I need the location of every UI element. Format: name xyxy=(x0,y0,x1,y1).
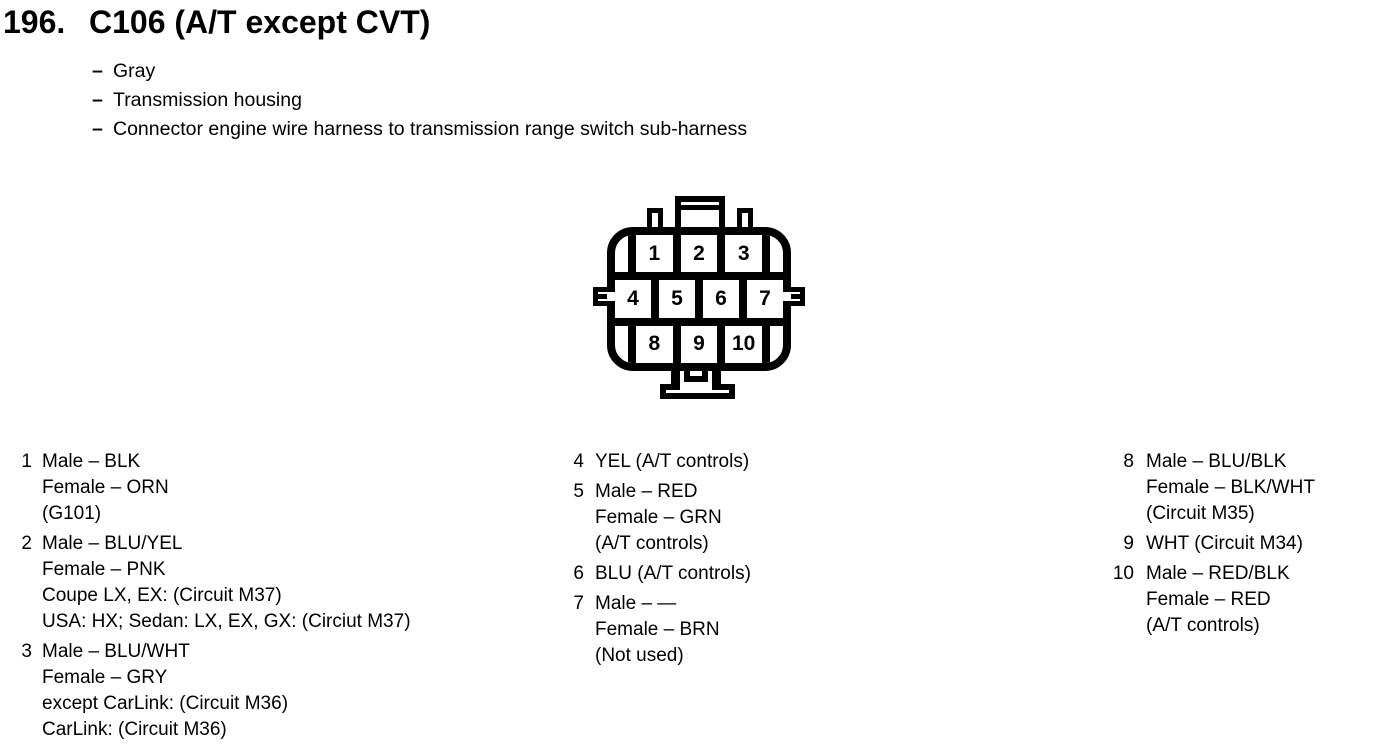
pin-item-10: 10 Male – RED/BLK Female – RED (A/T control… xyxy=(1100,561,1315,639)
bullet-dash: – xyxy=(92,60,103,82)
pin-line: Male – BLU/WHT xyxy=(42,641,190,662)
pin-number: 5 xyxy=(573,481,584,502)
connector-cavity-8: 8 xyxy=(636,325,673,363)
pin-description: Male – RED Female – GRN (A/T controls) xyxy=(595,479,722,557)
pin-description: Male – BLU/BLK Female – BLK/WHT (Circuit M… xyxy=(1146,449,1315,527)
pin-description: WHT (Circuit M34) xyxy=(1146,531,1303,557)
pin-line: Male – BLK xyxy=(42,451,141,472)
pin-number: 2 xyxy=(21,533,32,554)
top-rib-left-icon xyxy=(647,208,663,228)
connector-cavity-10: 10 xyxy=(725,325,763,363)
pin-line: Female – PNK xyxy=(42,559,166,580)
top-rib-right-icon xyxy=(737,208,753,228)
pin-description: Male – — Female – BRN (Not used) xyxy=(595,591,720,669)
row-divider xyxy=(615,272,783,281)
pin-line: (Not used) xyxy=(595,645,684,666)
pin-line: USA: HX; Sedan: LX, EX, GX: (Circiut M37… xyxy=(42,611,411,632)
row-divider xyxy=(615,317,783,326)
pin-column-2: 4 YEL (A/T controls) 5 Male – RED Female – G… xyxy=(562,449,751,673)
bullet-item: –Transmission housing xyxy=(92,86,747,115)
title-text: C106 (A/T except CVT) xyxy=(89,4,431,40)
pin-item-9: 9 WHT (Circuit M34) xyxy=(1100,531,1315,557)
pin-item-2: 2 Male – BLU/YEL Female – PNK Coupe LX, EX:… xyxy=(10,531,411,635)
bullet-dash: – xyxy=(92,89,103,111)
pin-item-8: 8 Male – BLU/BLK Female – BLK/WHT (Circuit … xyxy=(1100,449,1315,527)
latch-slot-icon xyxy=(681,205,719,210)
pin-line: (A/T controls) xyxy=(1146,615,1260,636)
pin-number: 3 xyxy=(21,641,32,662)
pin-description: Male – BLU/WHT Female – GRY except CarLink… xyxy=(42,639,288,743)
pin-item-7: 7 Male – — Female – BRN (Not used) xyxy=(562,591,751,669)
pin-line: Male – RED xyxy=(595,481,698,502)
connector-cavity-9: 9 xyxy=(680,325,718,363)
pin-line: (Circuit M35) xyxy=(1146,503,1255,524)
pin-line: WHT (Circuit M34) xyxy=(1146,533,1303,554)
pin-number: 4 xyxy=(573,451,584,472)
pin-line: Female – BLK/WHT xyxy=(1146,477,1315,498)
pin-line: (A/T controls) xyxy=(595,533,709,554)
pin-line: Male – — xyxy=(595,593,677,614)
pin-number: 6 xyxy=(573,563,584,584)
bullet-text: Transmission housing xyxy=(113,89,302,111)
pin-line: CarLink: (Circuit M36) xyxy=(42,719,227,740)
pin-line: Female – BRN xyxy=(595,619,720,640)
side-clip-left-icon xyxy=(593,287,615,306)
bullet-item: –Connector engine wire harness to transm… xyxy=(92,115,747,144)
pin-description: BLU (A/T controls) xyxy=(595,561,751,587)
pin-line: except CarLink: (Circuit M36) xyxy=(42,693,289,714)
connector-cavity-5: 5 xyxy=(659,280,695,318)
pin-item-5: 5 Male – RED Female – GRN (A/T controls) xyxy=(562,479,751,557)
bullet-list: –Gray–Transmission housing–Connector eng… xyxy=(92,57,747,144)
pin-line: Female – RED xyxy=(1146,589,1271,610)
pin-line: Coupe LX, EX: (Circuit M37) xyxy=(42,585,282,606)
pin-item-4: 4 YEL (A/T controls) xyxy=(562,449,751,475)
connector-cavity-2: 2 xyxy=(680,235,718,273)
pin-line: Male – BLU/BLK xyxy=(1146,451,1287,472)
pin-line: YEL (A/T controls) xyxy=(595,451,750,472)
section-number: 196. xyxy=(3,4,66,40)
pin-column-3: 8 Male – BLU/BLK Female – BLK/WHT (Circuit … xyxy=(1100,449,1315,643)
pin-number: 10 xyxy=(1112,563,1134,584)
pin-description: YEL (A/T controls) xyxy=(595,449,749,475)
connector-cavity-6: 6 xyxy=(703,280,739,318)
connector-cavity-3: 3 xyxy=(725,235,763,273)
pin-line: Male – BLU/YEL xyxy=(42,533,183,554)
bullet-text: Connector engine wire harness to transmi… xyxy=(113,118,748,140)
connector-cavity-4: 4 xyxy=(615,280,651,318)
pin-description: Male – BLK Female – ORN (G101) xyxy=(42,449,169,527)
pin-item-6: 6 BLU (A/T controls) xyxy=(562,561,751,587)
pin-description: Male – BLU/YEL Female – PNK Coupe LX, EX: … xyxy=(42,531,411,635)
pin-item-3: 3 Male – BLU/WHT Female – GRY except CarLin… xyxy=(10,639,411,743)
bullet-dash: – xyxy=(92,118,103,140)
pin-item-1: 1 Male – BLK Female – ORN (G101) xyxy=(10,449,411,527)
pin-line: Female – ORN xyxy=(42,477,169,498)
page-title: 196. C106 (A/T except CVT) xyxy=(3,4,430,41)
top-latch-icon xyxy=(675,196,725,227)
stem-notch-icon xyxy=(684,371,708,382)
pin-number: 1 xyxy=(21,451,32,472)
pin-number: 8 xyxy=(1123,451,1134,472)
bottom-stem-icon xyxy=(671,371,721,390)
pin-line: Male – RED/BLK xyxy=(1146,563,1290,584)
bullet-item: –Gray xyxy=(92,57,747,86)
pin-number: 9 xyxy=(1123,533,1134,554)
clip-prong-icon xyxy=(791,294,800,299)
pin-description: Male – RED/BLK Female – RED (A/T controls) xyxy=(1146,561,1290,639)
pin-line: Female – GRY xyxy=(42,667,168,688)
bullet-text: Gray xyxy=(113,60,156,82)
pin-line: (G101) xyxy=(42,503,102,524)
connector-cavity-7: 7 xyxy=(747,280,783,318)
clip-prong-icon xyxy=(598,294,607,299)
pin-number: 7 xyxy=(573,593,584,614)
pin-line: BLU (A/T controls) xyxy=(595,563,751,584)
side-clip-right-icon xyxy=(783,287,805,306)
pin-line: Female – GRN xyxy=(595,507,722,528)
connector-cavity-1: 1 xyxy=(636,235,673,273)
